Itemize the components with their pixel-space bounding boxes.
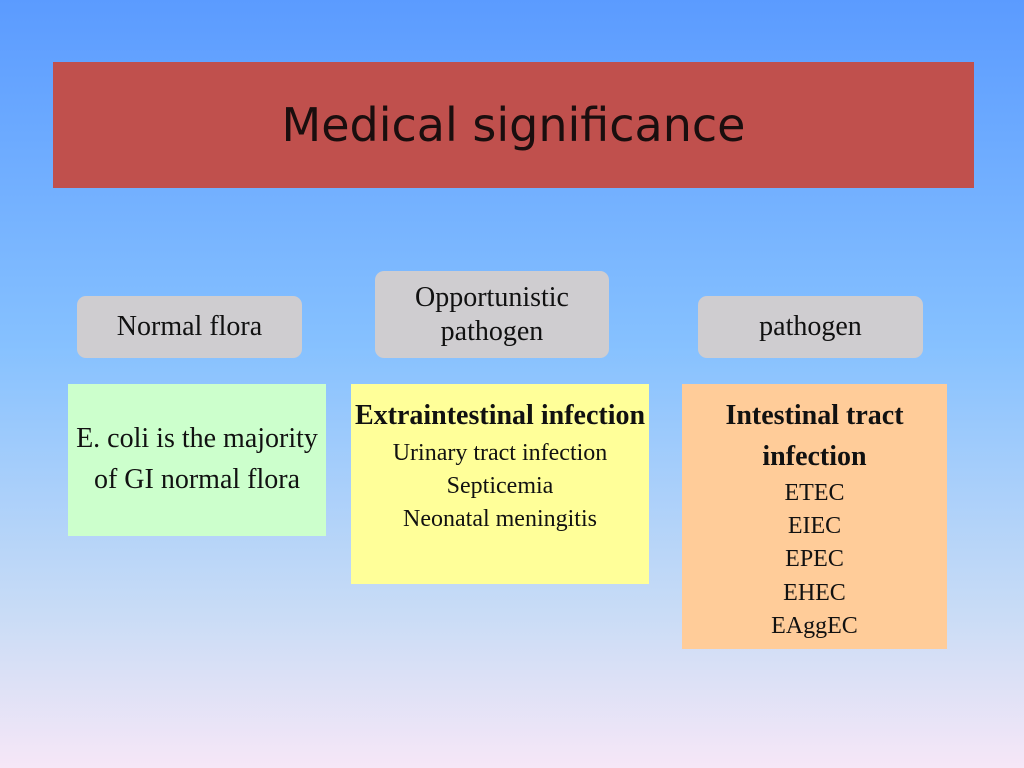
category-opportunistic-pathogen: Opportunistic pathogen xyxy=(375,271,609,358)
pathogen-item: EHEC xyxy=(783,579,846,606)
normal-flora-text: E. coli is the majority of GI normal flo… xyxy=(76,423,318,495)
slide-title: Medical significance xyxy=(281,98,746,152)
pathogen-item: EIEC xyxy=(787,513,842,540)
normal-flora-box: E. coli is the majority of GI normal flo… xyxy=(68,384,326,536)
opportunistic-item: Neonatal meningitis xyxy=(403,505,597,532)
pathogen-item: ETEC xyxy=(784,480,845,507)
opportunistic-item: Urinary tract infection xyxy=(392,439,608,466)
category-normal-flora: Normal flora xyxy=(77,296,302,358)
opportunistic-heading: Extraintestinal infection xyxy=(354,400,646,431)
opportunistic-box: Extraintestinal infection Urinary tract … xyxy=(351,384,649,584)
category-pathogen: pathogen xyxy=(698,296,923,358)
pathogen-heading: Intestinal tract infection xyxy=(725,400,904,472)
pathogen-item: EPEC xyxy=(785,546,844,573)
opportunistic-item: Septicemia xyxy=(446,472,554,499)
title-banner: Medical significance xyxy=(53,62,974,188)
pathogen-box: Intestinal tract infection ETEC EIEC EPE… xyxy=(682,384,947,649)
pathogen-item: EAggEC xyxy=(771,612,858,639)
